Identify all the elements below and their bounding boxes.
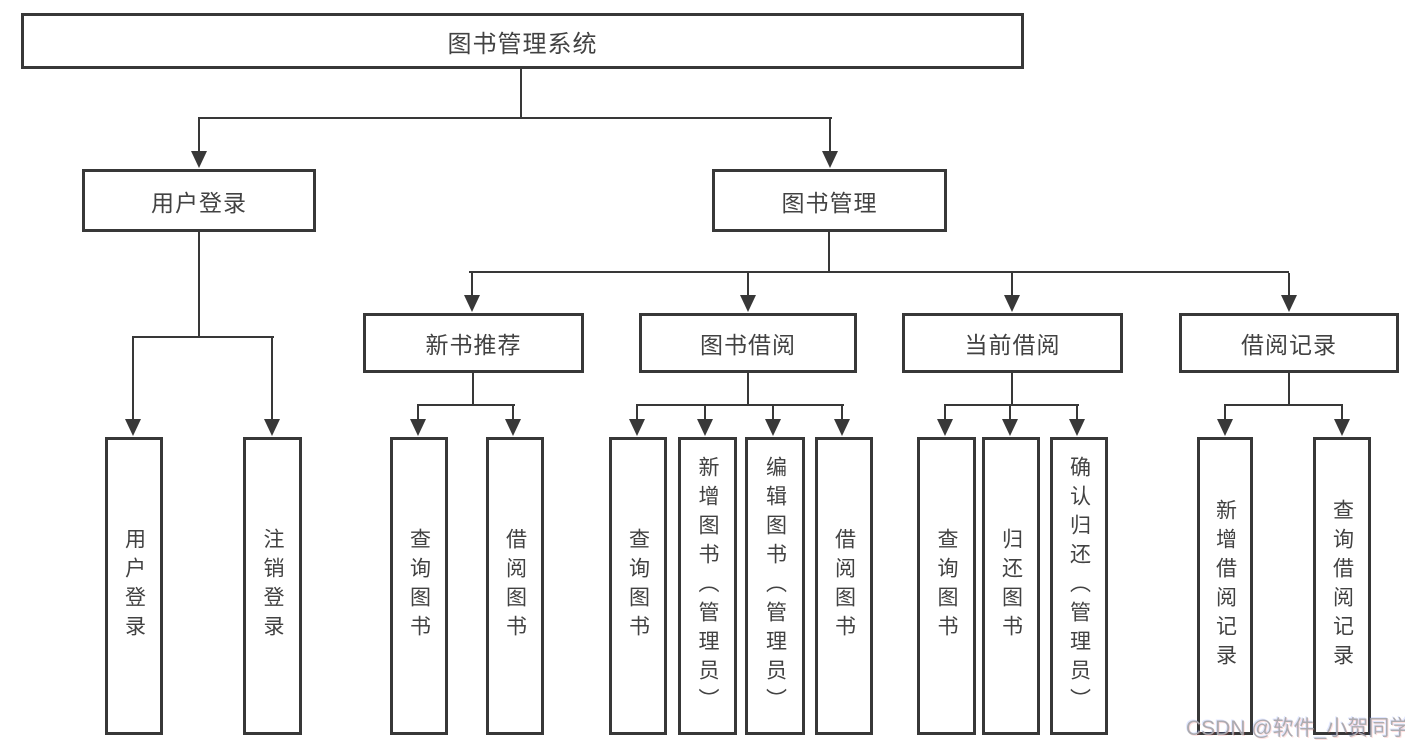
leaf-query-books-recommend: 查询图书 [390, 437, 448, 735]
connector-line [829, 119, 831, 153]
connector-line [520, 69, 522, 119]
leaf-label: 新增借阅记录 [1213, 499, 1237, 673]
leaf-label: 用户登录 [122, 528, 146, 644]
leaf-logout: 注销登录 [243, 437, 302, 735]
arrow-down-icon [1217, 419, 1233, 436]
connector-line [747, 273, 749, 297]
leaf-label: 查询借阅记录 [1330, 499, 1354, 673]
node-book-borrowing: 图书借阅 [639, 313, 857, 373]
arrow-down-icon [1069, 419, 1085, 436]
connector-line [472, 373, 474, 406]
connector-line [512, 406, 514, 421]
connector-line [1341, 406, 1343, 421]
connector-line [1224, 404, 1343, 406]
arrow-down-icon [937, 419, 953, 436]
leaf-label: 归还图书 [999, 528, 1023, 644]
csdn-watermark: CSDN @软件_小贺同学 [1186, 717, 1405, 740]
node-label: 图书管理 [781, 189, 878, 216]
connector-line [841, 406, 843, 421]
leaf-label: 确认归还（管理员） [1067, 455, 1091, 717]
leaf-borrow-books-recommend: 借阅图书 [486, 437, 544, 735]
connector-line [1288, 373, 1290, 406]
arrow-down-icon [264, 419, 280, 436]
leaf-add-borrow-record: 新增借阅记录 [1197, 437, 1253, 735]
leaf-label: 借阅图书 [832, 528, 856, 644]
arrow-down-icon [191, 151, 207, 168]
arrow-down-icon [822, 151, 838, 168]
arrow-down-icon [1002, 419, 1018, 436]
node-current-borrowing: 当前借阅 [902, 313, 1123, 373]
connector-line [747, 373, 749, 406]
arrow-down-icon [629, 419, 645, 436]
connector-line [636, 406, 638, 421]
connector-line [1011, 273, 1013, 297]
leaf-label: 查询图书 [626, 528, 650, 644]
leaf-label: 注销登录 [261, 528, 284, 644]
connector-line [271, 338, 273, 421]
arrow-down-icon [410, 419, 426, 436]
leaf-edit-books-admin: 编辑图书（管理员） [745, 437, 805, 735]
node-label: 新书推荐 [425, 332, 522, 358]
connector-line [417, 404, 515, 406]
connector-line [1224, 406, 1226, 421]
connector-line [417, 406, 419, 421]
connector-line [132, 336, 274, 338]
connector-line [471, 273, 473, 297]
leaf-query-books-borrow: 查询图书 [609, 437, 667, 735]
arrow-down-icon [464, 295, 480, 312]
arrow-down-icon [697, 419, 713, 436]
leaf-add-books-admin: 新增图书（管理员） [678, 437, 737, 735]
arrow-down-icon [834, 419, 850, 436]
leaf-confirm-return-admin: 确认归还（管理员） [1050, 437, 1108, 735]
node-label: 当前借阅 [964, 332, 1061, 358]
node-library-system: 图书管理系统 [21, 13, 1024, 69]
arrow-down-icon [1334, 419, 1350, 436]
connector-line [1288, 273, 1290, 297]
connector-line [772, 406, 774, 421]
leaf-return-books: 归还图书 [982, 437, 1040, 735]
leaf-label: 查询图书 [935, 528, 958, 644]
connector-line [1076, 406, 1078, 421]
connector-line [469, 271, 1289, 273]
leaf-borrow-books: 借阅图书 [815, 437, 873, 735]
leaf-user-login: 用户登录 [105, 437, 163, 735]
arrow-down-icon [740, 295, 756, 312]
arrow-down-icon [505, 419, 521, 436]
node-book-management: 图书管理 [712, 169, 947, 232]
connector-line [198, 119, 200, 153]
connector-line [198, 232, 200, 338]
leaf-label: 查询图书 [407, 528, 431, 644]
leaf-label: 新增图书（管理员） [696, 455, 719, 717]
arrow-down-icon [765, 419, 781, 436]
arrow-down-icon [1004, 295, 1020, 312]
arrow-down-icon [125, 419, 141, 436]
leaf-label: 借阅图书 [503, 528, 527, 644]
node-user-login: 用户登录 [82, 169, 316, 232]
leaf-query-books-current: 查询图书 [917, 437, 976, 735]
node-label: 图书管理系统 [447, 30, 598, 58]
connector-line [198, 117, 832, 119]
leaf-query-borrow-record: 查询借阅记录 [1313, 437, 1371, 735]
connector-line [944, 404, 1079, 406]
node-borrow-records: 借阅记录 [1179, 313, 1399, 373]
connector-line [636, 404, 844, 406]
connector-line [1011, 373, 1013, 406]
node-label: 用户登录 [151, 189, 247, 216]
connector-line [704, 406, 706, 421]
node-new-book-recommend: 新书推荐 [363, 313, 584, 373]
connector-line [132, 338, 134, 421]
connector-line [1009, 406, 1011, 421]
node-label: 借阅记录 [1241, 332, 1337, 358]
connector-line [828, 232, 830, 273]
leaf-label: 编辑图书（管理员） [763, 455, 787, 717]
node-label: 图书借阅 [700, 332, 796, 358]
arrow-down-icon [1281, 295, 1297, 312]
connector-line [944, 406, 946, 421]
